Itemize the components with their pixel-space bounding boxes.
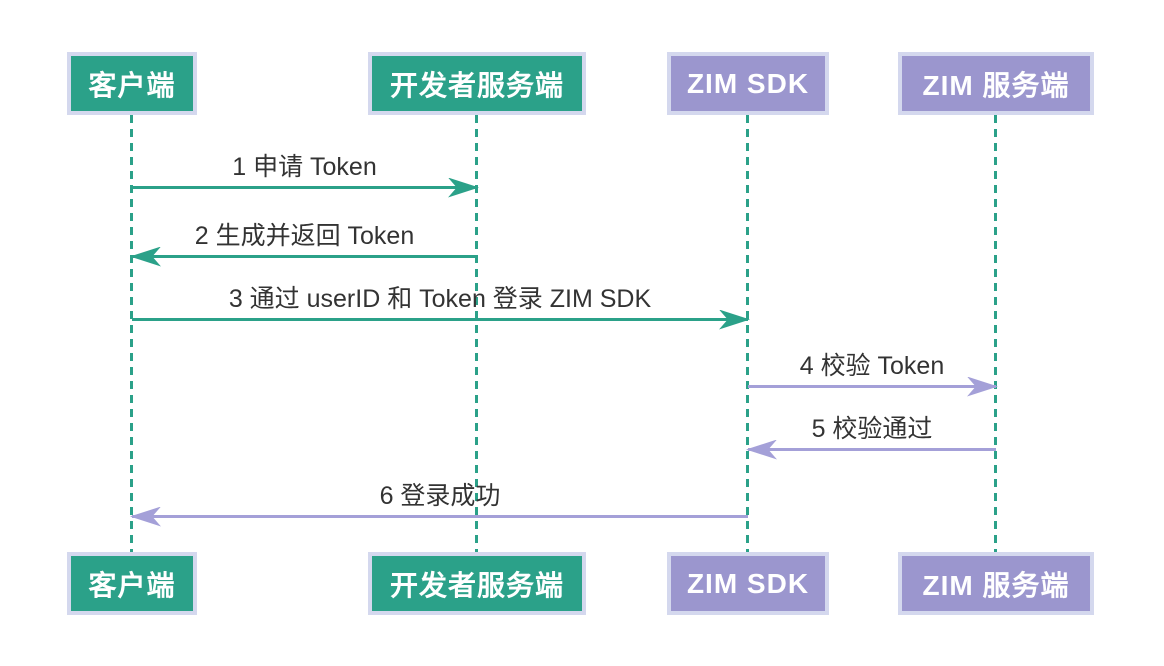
actor-zim-sdk-bottom: ZIM SDK [667,552,829,615]
message-5-arrow [746,439,996,460]
message-4-arrow [748,376,998,397]
actor-developer-server-top: 开发者服务端 [368,52,586,115]
lifeline-zim-sdk [746,115,749,553]
lifeline-zim-server [994,115,997,553]
actor-label: ZIM SDK [686,67,810,99]
message-2-arrow [130,246,477,267]
lifeline-developer-server [475,115,478,553]
actor-developer-server-bottom: 开发者服务端 [368,552,586,615]
actor-label: ZIM 服务端 [922,69,1070,101]
actor-label: ZIM SDK [686,567,810,599]
message-1-arrow [132,177,479,198]
message-1-label: 1 申请 Token [232,153,377,181]
message-3-label: 3 通过 userID 和 Token 登录 ZIM SDK [228,285,652,313]
actor-label: 开发者服务端 [389,569,564,601]
actor-label: ZIM 服务端 [922,569,1070,601]
actor-label: 客户端 [88,69,176,101]
actor-zim-server-bottom: ZIM 服务端 [898,552,1094,615]
message-6-label: 6 登录成功 [379,482,501,510]
message-6-arrow [130,506,748,527]
message-4-label: 4 校验 Token [799,352,945,380]
message-5-label: 5 校验通过 [811,415,933,443]
actor-zim-server-top: ZIM 服务端 [898,52,1094,115]
actor-label: 开发者服务端 [389,69,564,101]
lifeline-client [130,115,133,553]
actor-label: 客户端 [88,569,176,601]
message-3-arrow [132,309,750,330]
actor-client-top: 客户端 [67,52,197,115]
actor-zim-sdk-top: ZIM SDK [667,52,829,115]
message-2-label: 2 生成并返回 Token [194,222,415,250]
actor-client-bottom: 客户端 [67,552,197,615]
